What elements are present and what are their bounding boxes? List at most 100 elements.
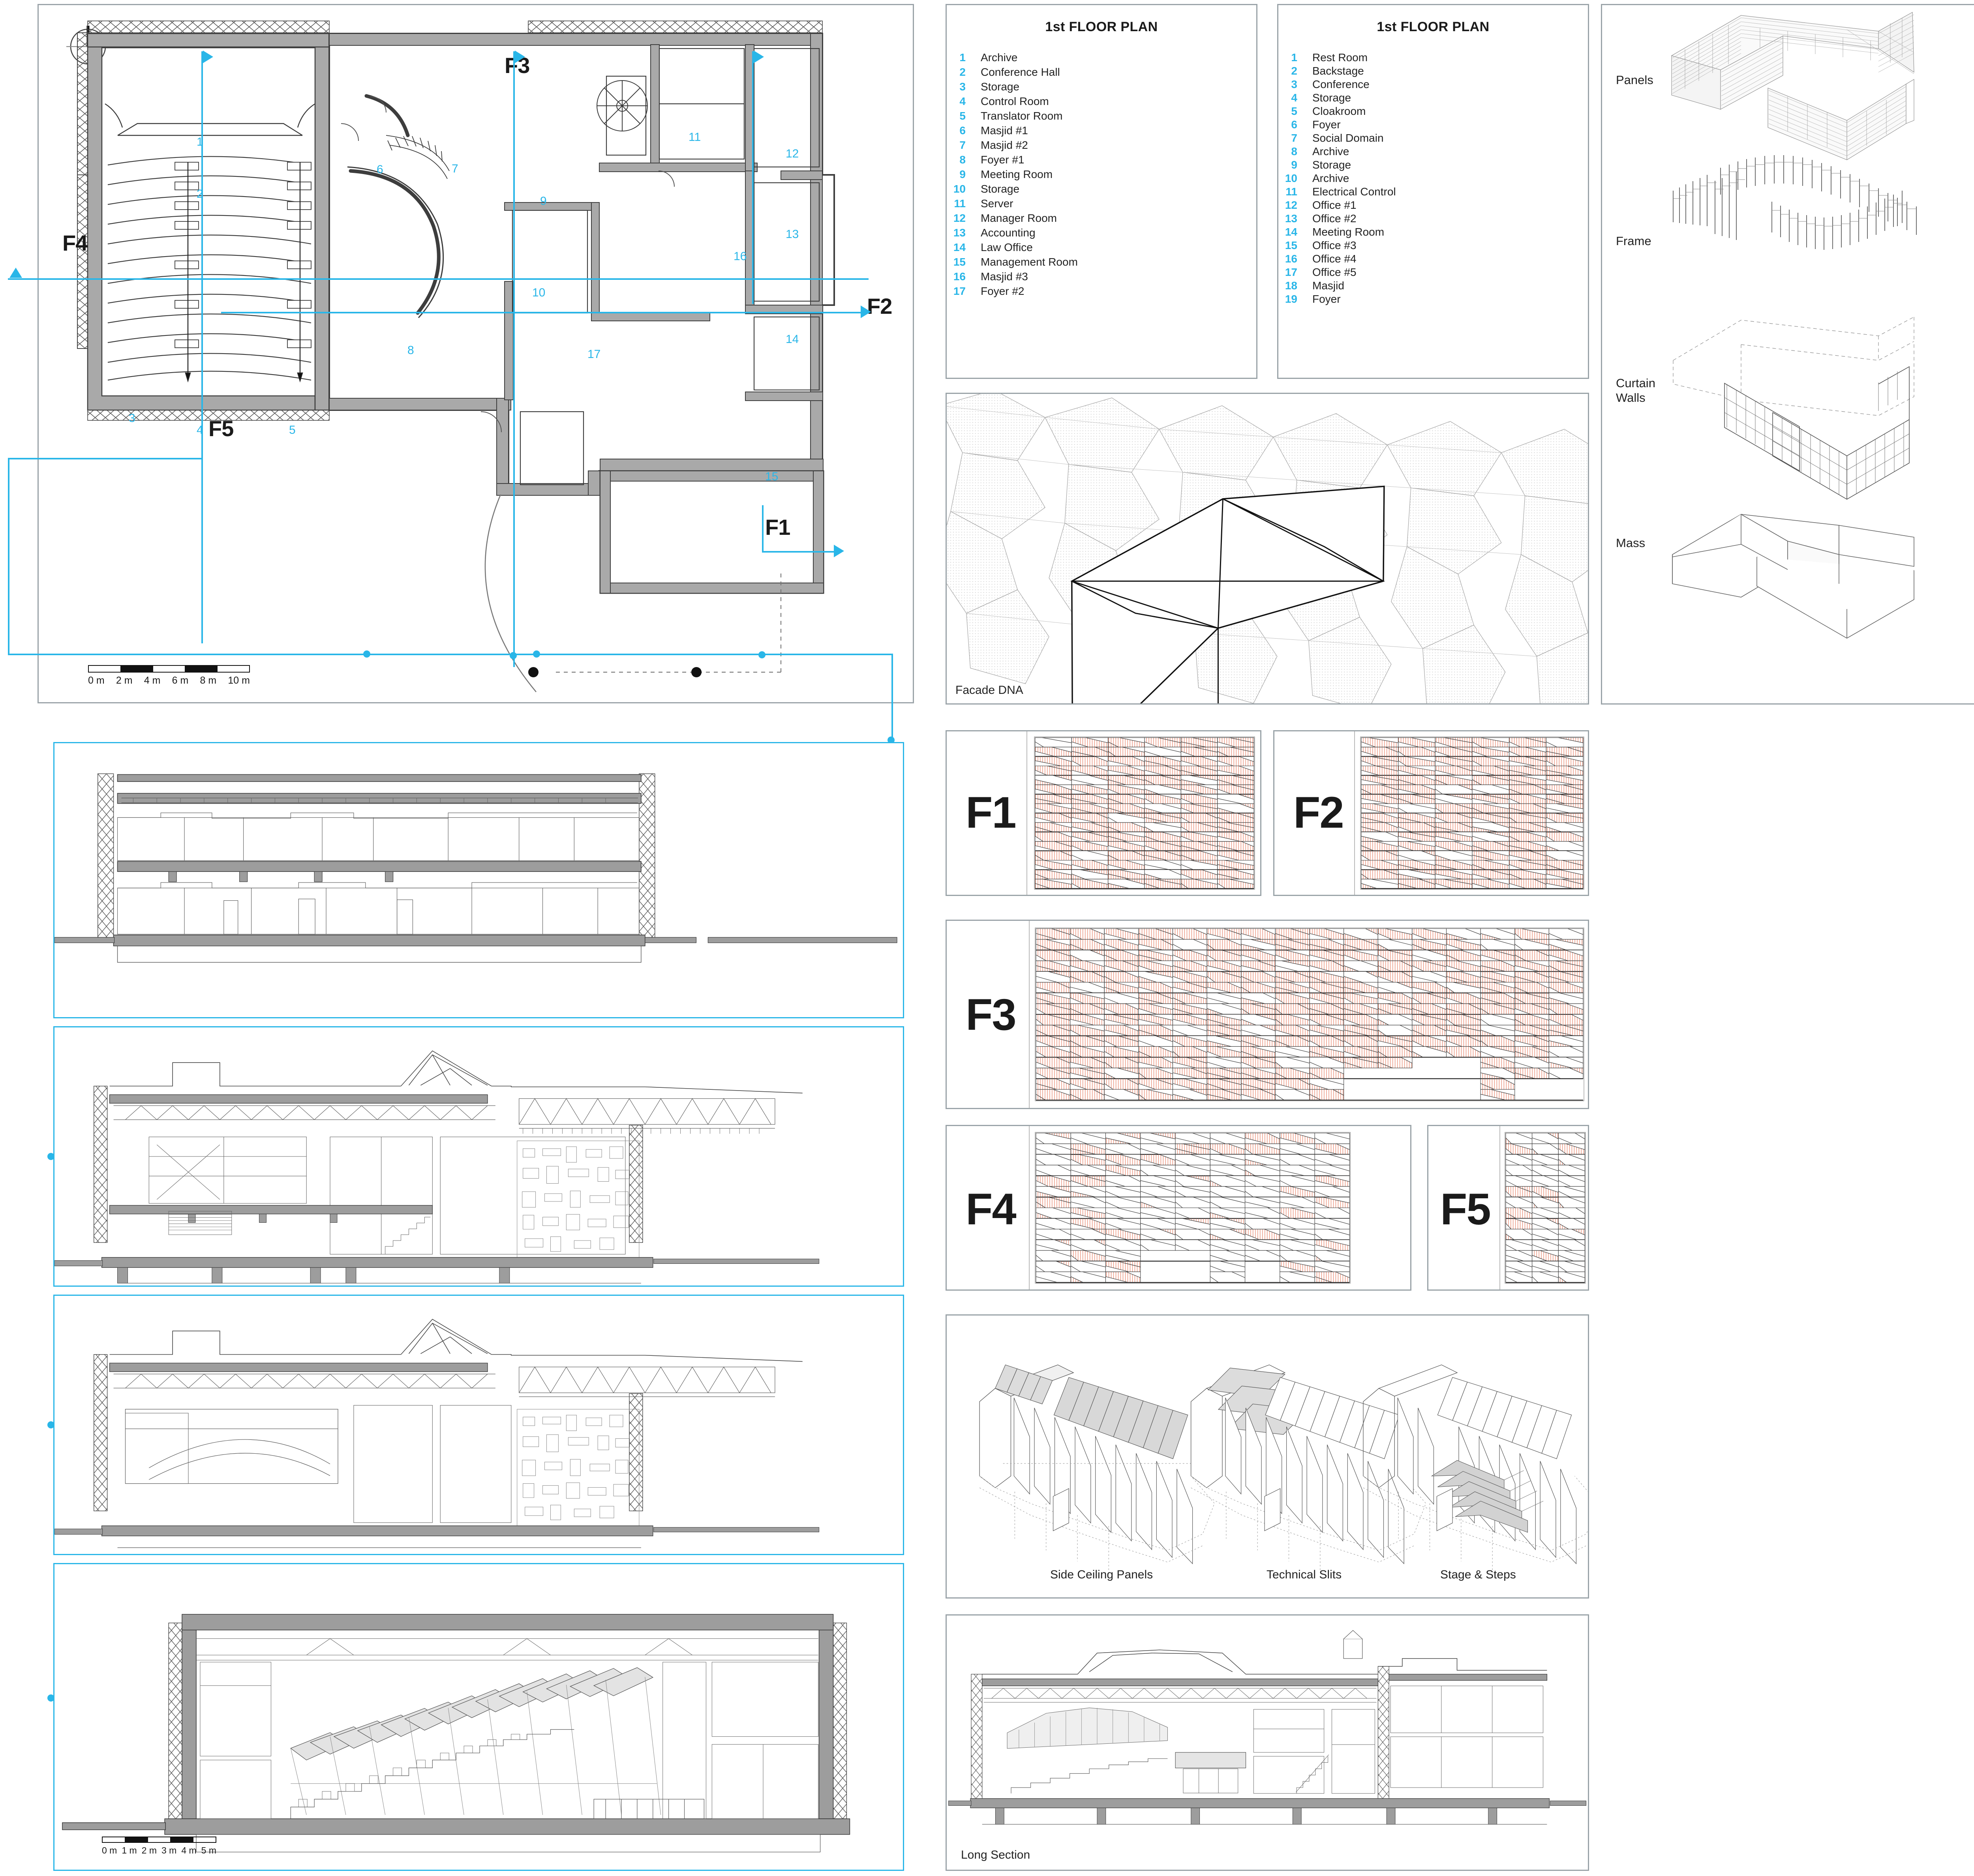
scale-tick: 1 m (122, 1845, 137, 1855)
scale-tick: 6 m (172, 675, 189, 686)
legend-number: 2 (1291, 65, 1297, 77)
legend-row: 16 Masjid #3 (947, 271, 1256, 282)
legend-row: 13 Accounting (947, 227, 1256, 238)
legend-row: 2 Conference Hall (947, 67, 1256, 78)
legend-1-title: 1st FLOOR PLAN (1045, 19, 1158, 34)
long-section-drawing (948, 1630, 1586, 1825)
legend-row: 6 Masjid #1 (947, 125, 1256, 136)
legend-label: Electrical Control (1312, 186, 1396, 198)
facade-elevation-f4: F4 (946, 1125, 1411, 1291)
legend-row: 3 Conference (1278, 79, 1588, 90)
floor-plan-panel: 1 2 3 4 5 6 7 8 9 10 11 12 13 16 14 15 1… (38, 4, 914, 703)
facade-elevation-f1: F1 (946, 730, 1261, 896)
section-link-dot (47, 1421, 54, 1428)
roof-axon-panel: Side Ceiling Panels Technical Slits Stag… (946, 1314, 1589, 1599)
legend-row: 17 Office #5 (1278, 267, 1588, 278)
legend-label: Meeting Room (1312, 226, 1385, 238)
legend-row: 5 Translator Room (947, 111, 1256, 122)
long-section-panel: Long Section (946, 1614, 1589, 1871)
legend-row: 17 Foyer #2 (947, 286, 1256, 297)
facade-elevation-label: F2 (1293, 788, 1344, 837)
legend-number: 16 (1285, 253, 1297, 265)
legend-number: 7 (959, 139, 966, 151)
legend-number: 18 (1285, 279, 1297, 292)
legend-number: 10 (1285, 172, 1297, 184)
scale-tick: 4 m (181, 1845, 197, 1855)
legend-label: Foyer #2 (981, 285, 1025, 297)
legend-row: 16 Office #4 (1278, 253, 1588, 264)
legend-row: 15 Office #3 (1278, 240, 1588, 251)
section-marker-f5: F5 (208, 416, 234, 441)
legend-label: Backstage (1312, 65, 1364, 77)
facade-tessellation-f1 (1034, 737, 1255, 890)
scale-tick: 0 m (88, 675, 105, 686)
legend-label: Archive (1312, 145, 1349, 157)
section-marker-f2: F2 (867, 294, 892, 319)
axon-layer-label-mass: Mass (1616, 536, 1646, 550)
legend-number: 13 (1285, 212, 1297, 225)
legend-row: 9 Meeting Room (947, 169, 1256, 180)
legend-row: 8 Archive (1278, 146, 1588, 157)
facade-elevation-f3: F3 (946, 920, 1589, 1109)
legend-row: 10 Archive (1278, 173, 1588, 184)
legend-label: Masjid #1 (981, 124, 1028, 137)
section-panel-b (47, 1026, 904, 1287)
scale-tick: 2 m (141, 1845, 157, 1855)
legend-row: 8 Foyer #1 (947, 154, 1256, 165)
legend-number: 14 (1285, 226, 1297, 238)
facade-dna-drawing (947, 394, 1588, 703)
legend-label: Office #3 (1312, 239, 1357, 251)
roof-axon-caption-2: Technical Slits (1267, 1568, 1342, 1581)
legend-number: 9 (959, 168, 966, 180)
roof-axon-caption-3: Stage & Steps (1440, 1568, 1516, 1581)
legend-label: Office #1 (1312, 199, 1357, 211)
legend-number: 1 (959, 51, 966, 64)
legend-number: 12 (1285, 199, 1297, 211)
scale-tick: 0 m (102, 1845, 117, 1855)
legend-number: 4 (959, 95, 966, 107)
legend-label: Foyer (1312, 118, 1341, 131)
legend-label: Office #4 (1312, 253, 1357, 265)
legend-label: Storage (981, 81, 1020, 93)
facade-tessellation-f2 (1360, 737, 1584, 890)
facade-dna-caption: Facade DNA (955, 684, 1023, 697)
section-link-dot (47, 1153, 54, 1160)
facade-elevation-f2: F2 (1273, 730, 1589, 896)
legend-number: 19 (1285, 293, 1297, 305)
facade-elevation-label: F5 (1440, 1184, 1491, 1234)
legend-label: Storage (981, 183, 1020, 195)
legend-number: 7 (1291, 132, 1297, 144)
section-panel-a (53, 742, 904, 1018)
legend-row: 10 Storage (947, 184, 1256, 195)
legend-number: 17 (1285, 266, 1297, 278)
section-marker-f4: F4 (62, 231, 88, 255)
legend-label: Conference Hall (981, 66, 1060, 78)
legend-row: 13 Office #2 (1278, 213, 1588, 224)
legend-row: 14 Meeting Room (1278, 227, 1588, 238)
facade-elevation-label: F3 (966, 990, 1017, 1039)
legend-number: 5 (1291, 105, 1297, 117)
legend-row: 4 Storage (1278, 92, 1588, 103)
legend-row: 15 Management Room (947, 257, 1256, 268)
legend-number: 11 (1285, 186, 1297, 198)
legend-number: 3 (1291, 78, 1297, 90)
legend-row: 9 Storage (1278, 159, 1588, 171)
axon-layer-label-frame: Frame (1616, 234, 1651, 248)
legend-number: 17 (953, 285, 966, 297)
legend-number: 12 (953, 212, 966, 224)
legend-label: Archive (981, 51, 1018, 64)
section-scale-bar: 0 m 1 m 2 m 3 m 4 m 5 m (102, 1837, 216, 1856)
facade-elevation-label: F1 (966, 788, 1017, 837)
legend-row: 7 Social Domain (1278, 133, 1588, 144)
legend-row: 1 Archive (947, 52, 1256, 63)
legend-label: Law Office (981, 241, 1033, 253)
legend-label: Archive (1312, 172, 1349, 184)
legend-label: Conference (1312, 78, 1370, 90)
scale-tick: 3 m (161, 1845, 177, 1855)
legend-number: 9 (1291, 159, 1297, 171)
legend-label: Office #5 (1312, 266, 1357, 278)
section-marker-f1: F1 (765, 515, 790, 540)
